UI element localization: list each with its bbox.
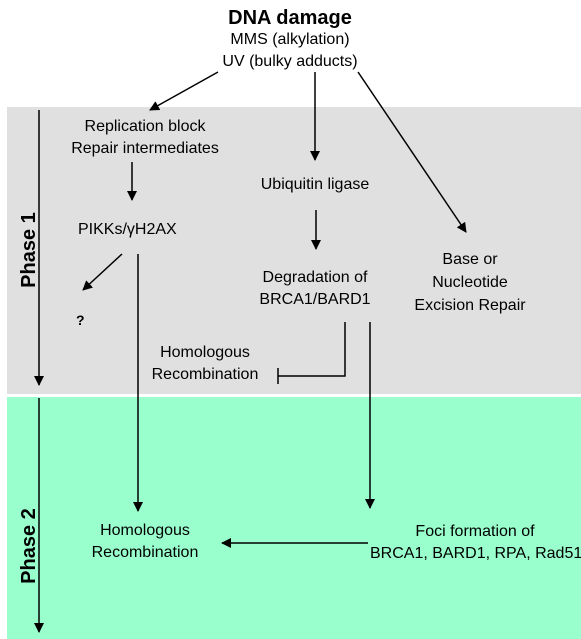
dna-damage-uv: UV (bulky adducts): [222, 53, 358, 70]
foci-line2: BRCA1, BARD1, RPA, Rad51: [370, 545, 581, 562]
degradation-line2: BRCA1/BARD1: [259, 291, 371, 308]
inhibition-degradation-to-hr: [278, 322, 346, 377]
dna-damage-mms: MMS (alkylation): [230, 31, 350, 48]
question-mark: ?: [76, 312, 85, 328]
arrow-damage-to-replication: [149, 71, 219, 111]
pikks-gamma: γ: [126, 221, 135, 238]
hr-inhibited-line2: Recombination: [151, 366, 259, 383]
hr-final-line2: Recombination: [91, 544, 199, 561]
repair-intermediates-label: Repair intermediates: [71, 140, 219, 157]
dna-damage-title: DNA damage: [228, 7, 352, 29]
replication-block-label: Replication block: [84, 118, 206, 135]
phase2-label: Phase 2: [18, 508, 40, 584]
excision-line2: Nucleotide: [432, 274, 508, 291]
hr-inhibited-line1: Homologous: [160, 344, 250, 361]
excision-line3: Excision Repair: [414, 297, 526, 314]
excision-line1: Base or: [442, 251, 498, 268]
arrow-pikks-to-question: [82, 253, 123, 291]
phase1-band: [7, 107, 581, 394]
ubiquitin-ligase-label: Ubiquitin ligase: [260, 176, 370, 193]
phase2-band: [7, 397, 581, 639]
hr-final-line1: Homologous: [100, 522, 190, 539]
degradation-line1: Degradation of: [262, 269, 368, 286]
pikks-suffix: H2AX: [134, 221, 177, 238]
foci-line1: Foci formation of: [415, 523, 535, 540]
phase1-label: Phase 1: [18, 212, 40, 288]
pikks-prefix: PIKKs/: [78, 221, 127, 238]
arrow-damage-to-excision: [357, 71, 467, 233]
pikks-label: PIKKs/γH2AX: [78, 220, 177, 240]
